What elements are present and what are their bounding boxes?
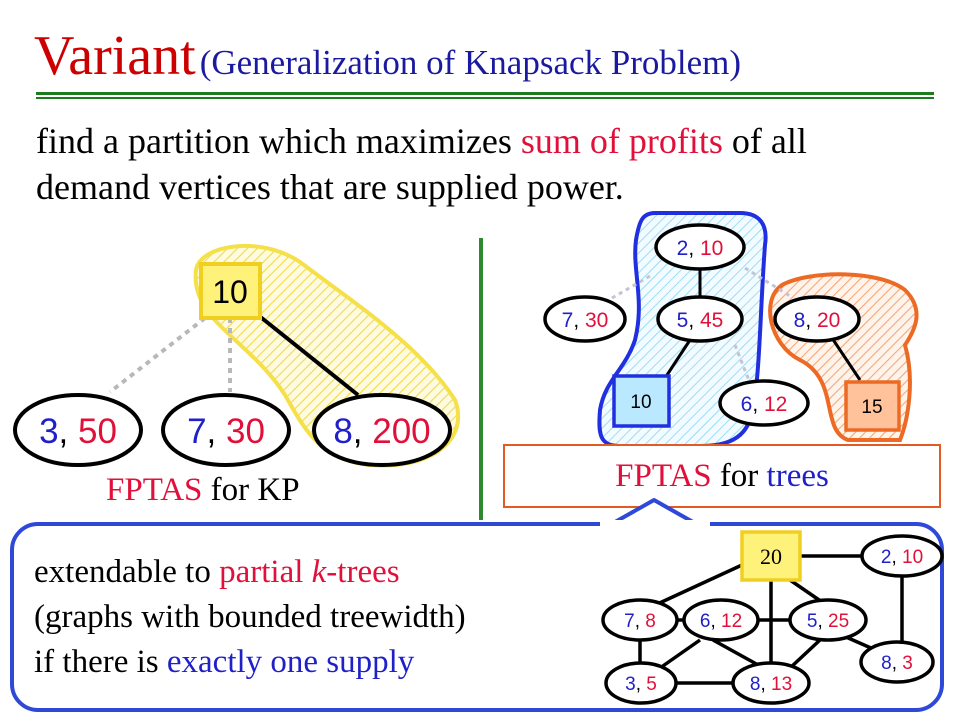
title-rule-thin xyxy=(36,97,934,99)
tree-demand-node: 2, 10 xyxy=(654,223,746,271)
svg-text:7, 30: 7, 30 xyxy=(187,412,265,451)
svg-text:5, 25: 5, 25 xyxy=(807,611,849,632)
callout-line-2: (graphs with bounded treewidth) xyxy=(34,599,466,635)
trees-caption-fptas: FPTAS xyxy=(615,458,712,494)
graph-demand-node: 3, 5 xyxy=(604,661,678,705)
description-part1: find a partition which maximizes xyxy=(36,121,521,161)
svg-text:7, 30: 7, 30 xyxy=(562,309,609,332)
title-rule xyxy=(36,92,934,95)
svg-text:7, 8: 7, 8 xyxy=(624,611,656,632)
description-highlight: sum of profits xyxy=(520,121,723,161)
kp-supply-value: 10 xyxy=(212,274,248,310)
tree-edge xyxy=(830,337,862,381)
problem-description: find a partition which maximizes sum of … xyxy=(36,118,916,210)
callout-line-1: extendable to partial k-trees xyxy=(34,554,400,590)
tree-demand-node: 7, 30 xyxy=(543,295,627,343)
svg-text:2, 10: 2, 10 xyxy=(881,547,923,568)
svg-text:6, 12: 6, 12 xyxy=(700,611,742,632)
tree-edge-unsupplied xyxy=(744,266,791,298)
kp-demand-node: 3, 50 xyxy=(13,393,143,467)
title-subtitle: (Generalization of Knapsack Problem) xyxy=(199,43,742,82)
svg-text:3, 5: 3, 5 xyxy=(625,674,657,695)
tree-demand-node: 5, 45 xyxy=(656,295,744,343)
tree-edge xyxy=(665,339,692,376)
graph-demand-node: 7, 8 xyxy=(601,598,679,642)
svg-text:6, 12: 6, 12 xyxy=(741,393,788,416)
svg-text:8, 13: 8, 13 xyxy=(750,674,792,695)
graph-supply-node: 20 xyxy=(740,530,802,582)
tree-supply-node: 10 xyxy=(612,374,671,428)
graph-demand-node: 8, 13 xyxy=(731,661,811,705)
callout-line-3: if there is exactly one supply xyxy=(34,644,415,680)
svg-text:3, 50: 3, 50 xyxy=(39,412,117,451)
svg-text:5, 45: 5, 45 xyxy=(677,309,724,332)
svg-text:15: 15 xyxy=(861,397,882,418)
kp-caption-rest: for KP xyxy=(202,472,300,508)
svg-text:8, 3: 8, 3 xyxy=(881,653,913,674)
slide-title: Variant (Generalization of Knapsack Prob… xyxy=(34,24,741,88)
kp-caption-fptas: FPTAS xyxy=(106,472,203,508)
svg-text:2, 10: 2, 10 xyxy=(677,237,724,260)
kp-demand-node: 8, 200 xyxy=(312,393,452,467)
kp-edge-to-8-200 xyxy=(256,313,360,397)
kp-caption: FPTAS for KP xyxy=(106,472,300,509)
graph-edge xyxy=(712,638,761,668)
vertical-divider xyxy=(479,238,483,520)
kp-demand-node: 7, 30 xyxy=(161,393,291,467)
svg-text:8, 20: 8, 20 xyxy=(794,309,841,332)
kp-supply-node: 10 xyxy=(199,262,262,320)
svg-text:8, 200: 8, 200 xyxy=(333,412,430,451)
graph-edge xyxy=(658,638,702,670)
title-main: Variant xyxy=(34,25,196,87)
trees-caption-box: FPTAS for trees xyxy=(503,444,941,508)
trees-caption-mid: for xyxy=(711,458,767,494)
description-part2: of all demand vertices that are supplied… xyxy=(36,121,807,207)
graph-demand-node: 6, 12 xyxy=(682,598,760,642)
svg-text:20: 20 xyxy=(760,544,782,569)
graph-edge xyxy=(789,578,823,604)
callout-text: extendable to partial k-trees (graphs wi… xyxy=(34,550,466,685)
graph-demand-node: 2, 10 xyxy=(860,534,944,578)
graph-demand-node: 5, 25 xyxy=(788,598,868,642)
graph-demand-node: 8, 3 xyxy=(859,640,935,684)
tree-demand-node: 6, 12 xyxy=(718,379,810,427)
trees-caption: FPTAS for trees xyxy=(505,458,939,495)
trees-caption-trees: trees xyxy=(766,458,829,494)
tree-edge-unsupplied xyxy=(733,344,752,384)
svg-text:10: 10 xyxy=(630,392,651,413)
tree-supply-node: 15 xyxy=(844,380,901,432)
graph-edge xyxy=(788,638,822,670)
kp-edge-to-3-50 xyxy=(108,316,207,394)
tree-demand-node: 8, 20 xyxy=(773,295,861,343)
